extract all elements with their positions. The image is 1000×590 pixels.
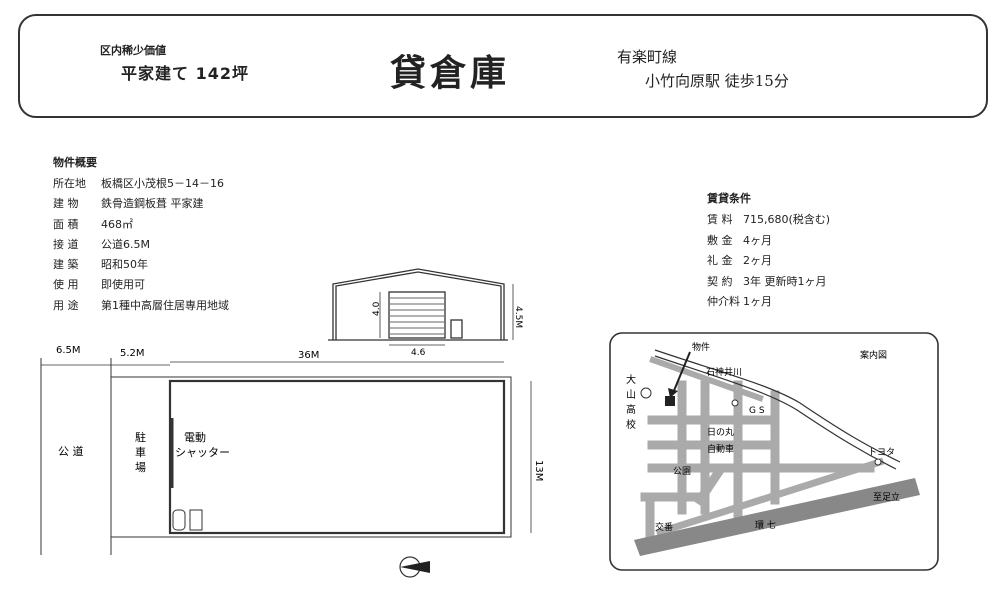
overview-list: 所在地 板橋区小茂根5－14－16 建 物 鉄骨造鋼板葺 平家建 面 積 468㎡ 接…: [53, 174, 229, 316]
shutter-label-1: 電動: [184, 430, 206, 444]
overview-value: 板橋区小茂根5－14－16: [101, 177, 224, 190]
map-school-char-1: 大: [626, 373, 636, 386]
gs-icon: [731, 399, 739, 407]
elevation-outline: [332, 268, 505, 340]
overview-value: 第1種中高層住居専用地域: [101, 298, 229, 312]
site-plan: [40, 358, 532, 555]
overview-value: 即使用可: [101, 278, 145, 292]
site-boundary: [110, 376, 512, 538]
elevation-door-width-label: 4.6: [411, 348, 426, 358]
elevation-drawing: [328, 268, 514, 346]
overview-row: 用 途 第1種中高層住居専用地域: [53, 296, 229, 316]
conditions-value: 715,680(税含む): [743, 213, 831, 226]
setback-label: 5.2M: [120, 348, 145, 359]
overview-row: 接 道 公道6.5M: [53, 235, 229, 255]
conditions-label: 賃 料: [707, 213, 733, 226]
public-road-label: 公 道: [58, 444, 84, 458]
warehouse-footprint: [168, 379, 506, 535]
elevation-roofline: [335, 271, 502, 340]
parking-char-1: 駐: [135, 430, 146, 444]
conditions-label: 仲介料: [707, 295, 740, 308]
toilet-icon: [172, 509, 186, 531]
map-park-label: 公園: [673, 466, 691, 477]
page-title: 貸倉庫: [390, 52, 511, 94]
building-type-text: 平家建て 142坪: [121, 64, 249, 83]
overview-value: 公道6.5M: [101, 237, 150, 251]
overview-row: 建 築 昭和50年: [53, 255, 229, 275]
map-kan7-label: 環 七: [755, 520, 776, 531]
shutter-door: [388, 291, 446, 339]
north-arrow-icon: [399, 556, 430, 578]
overview-row: 面 積 468㎡: [53, 215, 229, 235]
school-icon: [640, 387, 652, 399]
overview-value: 昭和50年: [101, 258, 148, 272]
river-line-1: [654, 349, 901, 463]
map-school-char-4: 校: [626, 418, 636, 431]
overview-title: 物件概要: [53, 156, 97, 169]
map-school-char-3: 高: [626, 403, 636, 416]
map-toyota-label: トヨタ: [868, 447, 895, 458]
elevation-total-height-label: 4.5M: [513, 306, 523, 328]
parking-char-2: 車: [135, 445, 146, 459]
conditions-value: 1ヶ月: [743, 295, 772, 308]
map-school-char-2: 山: [626, 389, 636, 401]
overview-row: 建 物 鉄骨造鋼板葺 平家建: [53, 194, 229, 214]
conditions-row: 賃 料 715,680(税含む): [707, 210, 830, 231]
overview-row: 使 用 即使用可: [53, 275, 229, 295]
train-line-text: 有楽町線: [617, 48, 678, 66]
map-gs-label: G S: [749, 406, 765, 416]
rarity-text: 区内稀少価値: [100, 44, 166, 57]
side-door: [450, 319, 463, 339]
conditions-title: 賃貸条件: [707, 192, 751, 205]
sink-icon: [189, 509, 203, 531]
overview-label: 建 築: [53, 258, 79, 272]
header-box: [18, 14, 988, 118]
conditions-list: 賃 料 715,680(税含む) 敷 金 4ヶ月 礼 金 2ヶ月 契 約 3年 更新時1…: [707, 210, 830, 313]
overview-row: 所在地 板橋区小茂根5－14－16: [53, 174, 229, 194]
conditions-label: 礼 金: [707, 254, 733, 267]
shutter-slats: [390, 297, 444, 335]
overview-label: 用 途: [53, 298, 79, 312]
overview-label: 面 積: [53, 217, 79, 231]
elevation-height-label: 4.0: [372, 301, 382, 316]
conditions-value: 2ヶ月: [743, 254, 772, 267]
conditions-value: 3年 更新時1ヶ月: [743, 274, 827, 288]
map-adachi-label: 至足立: [873, 491, 900, 503]
overview-label: 所在地: [53, 177, 86, 190]
map-river-label: 石神井川: [706, 366, 742, 378]
river-line-2: [654, 355, 897, 470]
map-hinomaru-label-2: 自動車: [707, 443, 734, 455]
conditions-row: 礼 金 2ヶ月: [707, 251, 830, 272]
overview-label: 建 物: [53, 197, 79, 211]
map-roads: [640, 356, 885, 545]
width-label: 13M: [533, 460, 544, 481]
overview-value: 鉄骨造鋼板葺 平家建: [101, 197, 204, 211]
property-marker-icon: [665, 396, 675, 406]
kan7-road: [634, 478, 920, 556]
road-width-label: 6.5M: [56, 345, 81, 356]
station-access-text: 小竹向原駅 徒歩15分: [645, 72, 789, 90]
overview-label: 使 用: [53, 278, 79, 292]
conditions-row: 敷 金 4ヶ月: [707, 231, 830, 252]
map-koban-label: 交番: [655, 521, 673, 533]
map-title: 案内図: [860, 349, 887, 361]
overview-value: 468㎡: [101, 217, 133, 231]
map-hinomaru-label-1: 日の丸: [707, 426, 734, 438]
shutter-label-2: シャッター: [175, 446, 230, 459]
conditions-row: 契 約 3年 更新時1ヶ月: [707, 272, 830, 293]
conditions-value: 4ヶ月: [743, 233, 772, 247]
property-pointer-line: [672, 351, 691, 394]
parking-char-3: 場: [135, 461, 146, 474]
conditions-label: 敷 金: [707, 233, 733, 247]
conditions-label: 契 約: [707, 274, 733, 288]
toyota-icon: [874, 458, 882, 466]
location-map: [609, 332, 939, 571]
length-label: 36M: [298, 350, 319, 361]
overview-label: 接 道: [53, 237, 79, 251]
map-property-label: 物件: [692, 341, 710, 353]
property-pointer-arrowhead: [668, 388, 678, 398]
